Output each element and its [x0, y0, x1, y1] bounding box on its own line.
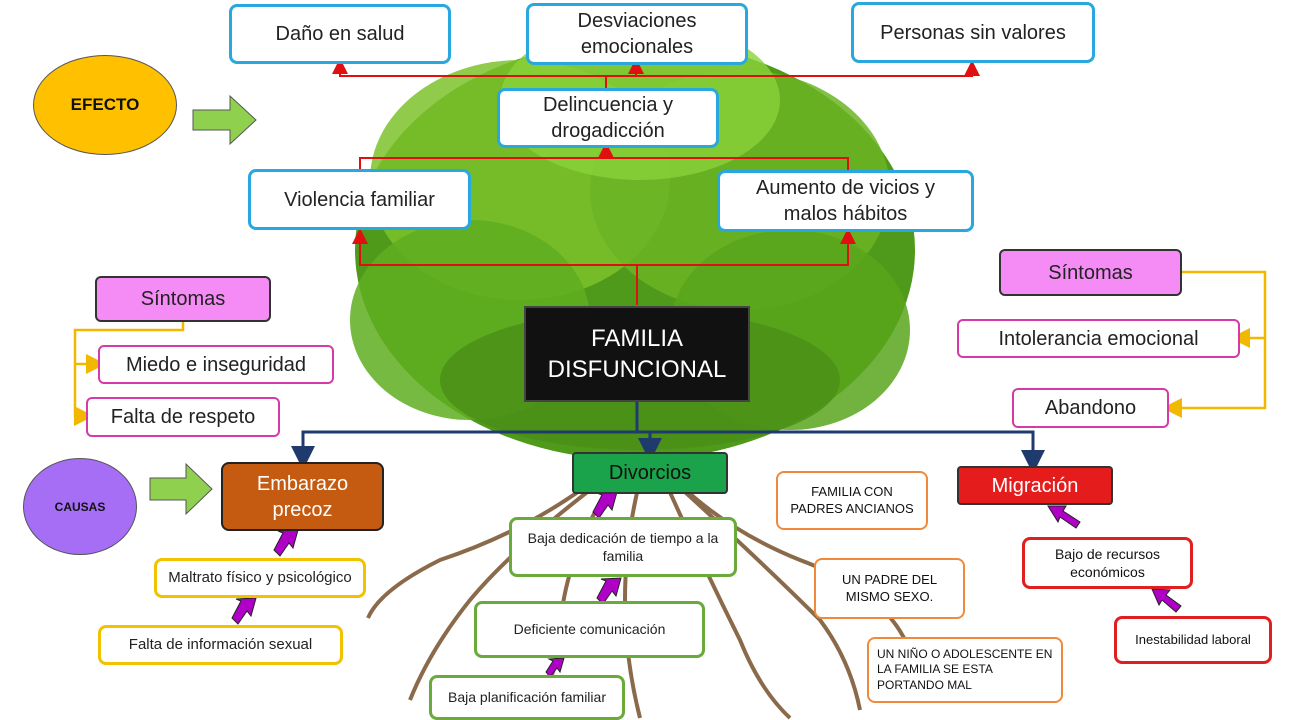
cause-inestabilidad: Inestabilidad laboral [1114, 616, 1272, 664]
cause-baja-dedicacion: Baja dedicación de tiempo a la familia [509, 517, 737, 577]
cause-migracion-text: Migración [991, 474, 1079, 497]
cause-divorcios-text: Divorcios [608, 462, 692, 484]
symptom-falta-respeto: Falta de respeto [86, 397, 280, 437]
cause-bajo-recursos: Bajo de recursos económicos [1022, 537, 1193, 589]
efecto-label: EFECTO [70, 95, 140, 114]
note-mismo-sexo-text: UN PADRE DEL MISMO SEXO. [841, 571, 938, 604]
cause-embarazo-text: Embarazo precoz [256, 472, 349, 521]
efecto-arrow [192, 94, 257, 146]
cause-falta-info: Falta de información sexual [98, 625, 343, 665]
cause-maltrato: Maltrato físico y psicológico [154, 558, 366, 598]
cause-inestabilidad-text: Inestabilidad laboral [1135, 631, 1251, 647]
symptom-abandono-text: Abandono [1044, 397, 1137, 419]
causas-ellipse: CAUSAS [23, 458, 137, 555]
effect-dano: Daño en salud [229, 4, 451, 64]
center-title-box: FAMILIA DISFUNCIONAL [524, 306, 750, 402]
effect-dano-text: Daño en salud [275, 23, 405, 45]
sintomas-left-text: Síntomas [140, 288, 226, 310]
effect-personas: Personas sin valores [851, 2, 1095, 63]
sintomas-right: Síntomas [999, 249, 1182, 296]
symptom-lines [73, 270, 1267, 426]
purple-arrow-inestabilidad [1151, 588, 1182, 613]
cause-deficiente-text: Deficiente comunicación [513, 621, 666, 638]
cause-bajo-recursos-text: Bajo de recursos económicos [1054, 545, 1161, 580]
note-nino-text: UN NIÑO O ADOLESCENTE EN LA FAMILIA SE E… [877, 646, 1053, 692]
cause-lines [291, 402, 1045, 474]
note-ancianos-text: FAMILIA CON PADRES ANCIANOS [790, 483, 914, 516]
purple-arrow-baja-dedicacion [592, 491, 618, 519]
efecto-ellipse: EFECTO [33, 55, 177, 155]
symptom-miedo: Miedo e inseguridad [98, 345, 334, 384]
effect-violencia-text: Violencia familiar [284, 188, 435, 211]
effect-aumento-text: Aumento de vicios y malos hábitos [756, 177, 935, 225]
symptom-intolerancia: Intolerancia emocional [957, 319, 1240, 358]
purple-arrow-bajo-recursos [1047, 505, 1081, 529]
symptom-falta-respeto-text: Falta de respeto [110, 406, 256, 428]
sintomas-left: Síntomas [95, 276, 271, 322]
effect-delincuencia: Delincuencia y drogadicción [497, 88, 719, 148]
purple-arrow-maltrato [273, 529, 299, 557]
cause-baja-dedicacion-text: Baja dedicación de tiempo a la familia [527, 529, 719, 564]
cause-maltrato-text: Maltrato físico y psicológico [168, 569, 352, 587]
effect-violencia: Violencia familiar [248, 169, 471, 230]
purple-arrow-falta-info [231, 597, 257, 625]
cause-deficiente: Deficiente comunicación [474, 601, 705, 658]
symptom-miedo-text: Miedo e inseguridad [125, 353, 307, 376]
cause-falta-info-text: Falta de información sexual [128, 636, 313, 654]
causas-arrow [149, 462, 213, 516]
cause-baja-planificacion-text: Baja planificación familiar [448, 689, 606, 706]
effect-desviaciones-text: Desviaciones emocionales [577, 10, 697, 58]
effect-lines [332, 58, 980, 305]
cause-embarazo: Embarazo precoz [221, 462, 384, 531]
effect-aumento: Aumento de vicios y malos hábitos [717, 170, 974, 232]
sintomas-right-text: Síntomas [1048, 261, 1133, 284]
effect-desviaciones: Desviaciones emocionales [526, 3, 748, 65]
center-title: FAMILIA DISFUNCIONAL [547, 324, 727, 383]
causas-label: CAUSAS [54, 499, 106, 514]
symptom-intolerancia-text: Intolerancia emocional [998, 327, 1199, 350]
note-nino: UN NIÑO O ADOLESCENTE EN LA FAMILIA SE E… [867, 637, 1063, 703]
effect-delincuencia-text: Delincuencia y drogadicción [542, 94, 674, 142]
note-ancianos: FAMILIA CON PADRES ANCIANOS [776, 471, 928, 530]
cause-divorcios: Divorcios [572, 452, 728, 494]
cause-migracion: Migración [957, 466, 1113, 505]
cause-baja-planificacion: Baja planificación familiar [429, 675, 625, 720]
note-mismo-sexo: UN PADRE DEL MISMO SEXO. [814, 558, 965, 619]
symptom-abandono: Abandono [1012, 388, 1169, 428]
effect-personas-text: Personas sin valores [880, 21, 1066, 44]
